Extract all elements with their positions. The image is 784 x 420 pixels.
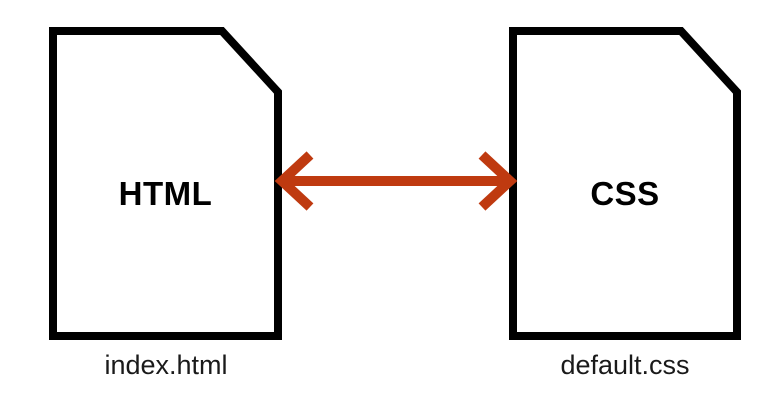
css-document-node[interactable]: CSS [509, 27, 741, 340]
css-document-title: CSS [590, 175, 660, 212]
arrowhead-left-icon [274, 151, 314, 211]
arrowhead-right-icon [478, 151, 518, 211]
html-document-caption: index.html [104, 350, 228, 380]
css-document-caption: default.css [560, 350, 690, 380]
css-document-shape[interactable] [509, 27, 741, 340]
html-document-title: HTML [118, 175, 213, 212]
html-document-node[interactable]: HTML [49, 27, 282, 340]
html-document-shape[interactable] [49, 27, 282, 340]
